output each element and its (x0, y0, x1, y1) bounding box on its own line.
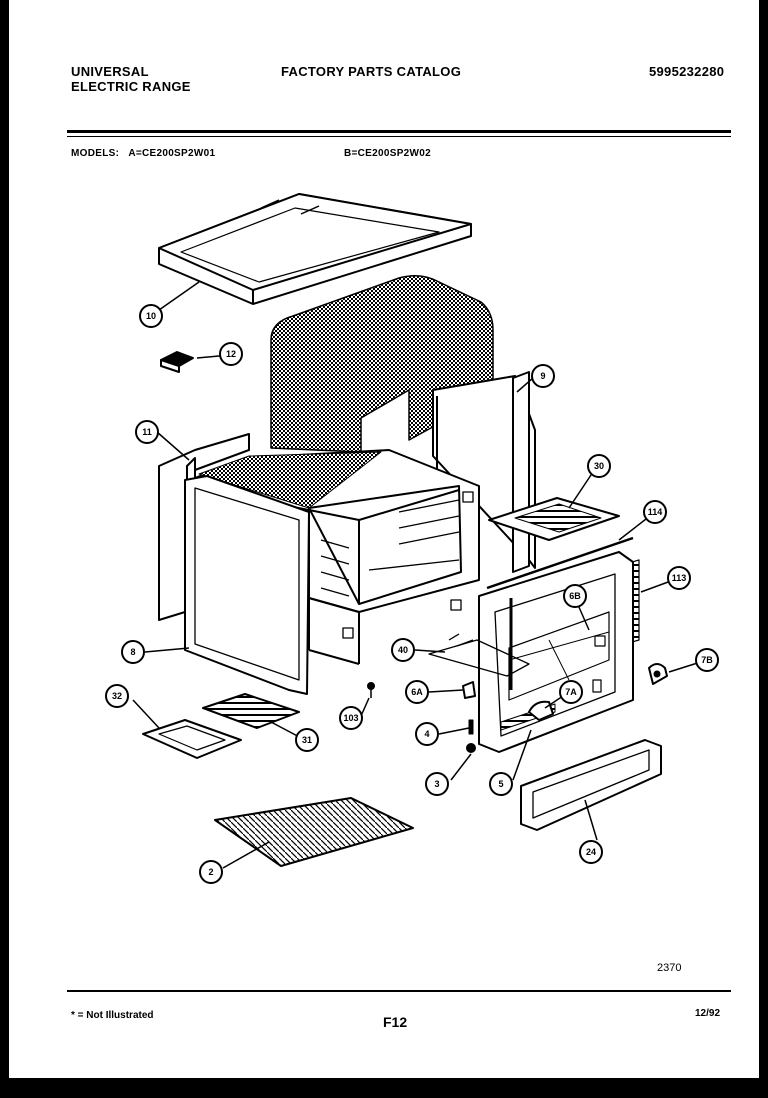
drawing-number: 2370 (657, 962, 682, 974)
callout-label-7b: 7B (701, 655, 713, 665)
callout-circle-8 (121, 640, 145, 664)
callout-label-103: 103 (343, 713, 358, 723)
catalog-date: 12/92 (695, 1008, 721, 1019)
not-illustrated-note: * = Not Illustrated (71, 1010, 154, 1021)
footer-rule (67, 990, 731, 992)
callout-circle-40 (391, 638, 415, 662)
callout-circle-5 (489, 772, 513, 796)
callout-circle-3 (425, 772, 449, 796)
callout-circle-24 (579, 840, 603, 864)
front-frame-panel (184, 475, 310, 695)
cooktop-tray (158, 193, 472, 305)
roller (466, 743, 476, 753)
callout-circle-7a (559, 680, 583, 704)
callout-circle-6a (405, 680, 429, 704)
callout-label-3: 3 (434, 779, 439, 789)
callout-circle-10 (139, 304, 163, 328)
oven-door (478, 551, 634, 753)
callout-circle-30 (587, 454, 611, 478)
model-b: B=CE200SP2W02 (344, 148, 432, 159)
vent-plate (488, 497, 620, 541)
callout-circle-12 (219, 342, 243, 366)
callout-label-7a: 7A (565, 687, 577, 697)
terminal-block (160, 351, 194, 373)
broiler-grid (202, 693, 300, 729)
callout-label-8: 8 (130, 647, 135, 657)
callout-circle-32 (105, 684, 129, 708)
oven-body (194, 449, 480, 665)
brand-name: UNIVERSAL ELECTRIC RANGE (71, 64, 191, 94)
callout-label-10: 10 (146, 311, 156, 321)
exploded-parts-diagram: 10 12 9 11 30 114 113 6B 8 40 7B 32 6A 7… (105, 193, 719, 884)
callout-circle-11 (135, 420, 159, 444)
callout-label-30: 30 (594, 461, 604, 471)
oven-rack (214, 797, 414, 867)
wire-element (428, 633, 530, 677)
callout-label-24: 24 (586, 847, 596, 857)
callout-label-6b: 6B (569, 591, 581, 601)
drawer-panel (520, 739, 662, 831)
callout-circle-103 (339, 706, 363, 730)
callout-label-32: 32 (112, 691, 122, 701)
callout-circles (105, 304, 719, 884)
callout-label-6a: 6A (411, 687, 423, 697)
drip-pan (142, 719, 242, 759)
door-gasket-strip (486, 536, 634, 590)
callout-label-11: 11 (142, 427, 152, 437)
catalog-number: 5995232280 (649, 64, 725, 79)
catalog-title: FACTORY PARTS CATALOG (281, 64, 462, 79)
callout-circle-2 (199, 860, 223, 884)
header-rule-thick (67, 130, 731, 133)
parts-sheet: UNIVERSAL ELECTRIC RANGE FACTORY PARTS C… (9, 0, 759, 1078)
models-line: MODELS: A=CE200SP2W01 (71, 146, 215, 161)
callout-circle-114 (643, 500, 667, 524)
callout-circle-6b (563, 584, 587, 608)
callout-label-9: 9 (540, 371, 545, 381)
callout-circle-4 (415, 722, 439, 746)
page-code: F12 (383, 1014, 408, 1030)
callout-label-12: 12 (226, 349, 236, 359)
callout-label-40: 40 (398, 645, 408, 655)
callout-label-114: 114 (648, 507, 663, 517)
brand-line-1: UNIVERSAL (71, 64, 149, 79)
callout-circle-7b (695, 648, 719, 672)
callout-circle-9 (531, 364, 555, 388)
spring-clip (468, 719, 474, 735)
models-label: MODELS: (71, 148, 120, 159)
callout-circle-113 (667, 566, 691, 590)
callout-circle-31 (295, 728, 319, 752)
callout-label-5: 5 (498, 779, 503, 789)
callout-label-31: 31 (302, 735, 312, 745)
brand-line-2: ELECTRIC RANGE (71, 79, 191, 94)
header-rule-thin (67, 136, 731, 137)
callout-label-113: 113 (672, 573, 687, 583)
callout-label-2: 2 (208, 867, 213, 877)
door-hinge (648, 663, 668, 685)
screw (367, 682, 375, 698)
model-a: A=CE200SP2W01 (128, 148, 216, 159)
callout-label-4: 4 (424, 729, 429, 739)
bracket-6a (462, 681, 476, 699)
